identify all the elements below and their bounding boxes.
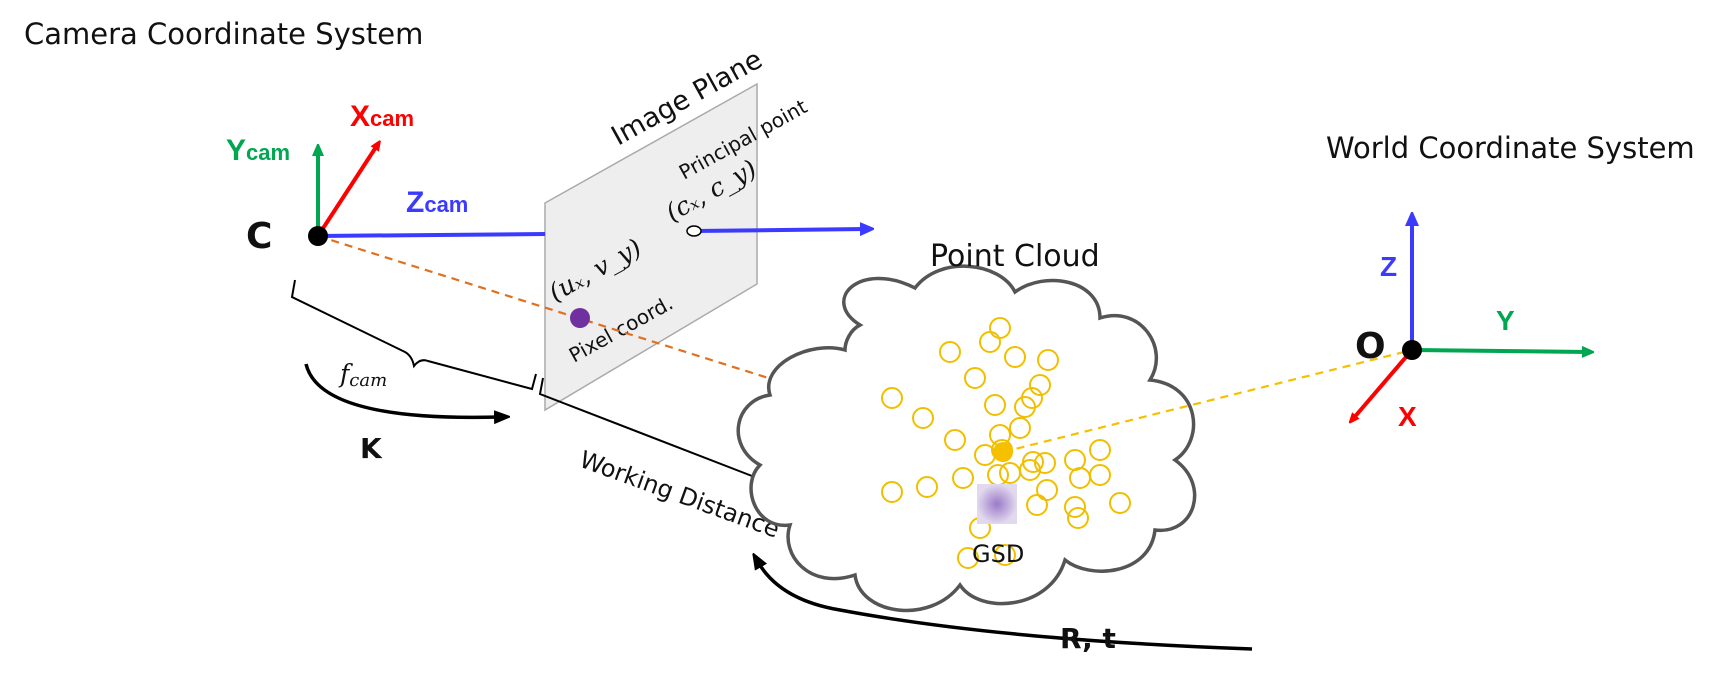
cloud-point	[1019, 459, 1041, 481]
principal-point-marker	[686, 225, 702, 237]
optical-axis-arrow	[693, 229, 866, 231]
cloud-point	[1014, 396, 1036, 418]
gsd-label: GSD	[972, 540, 1024, 568]
focal-length-brace	[290, 279, 537, 391]
cloud-point	[1034, 452, 1056, 474]
focal-length-label: fcam	[338, 359, 387, 391]
cloud-point	[1009, 417, 1031, 439]
projection-ray	[317, 234, 1004, 454]
camera-y-label: Ycam	[226, 134, 290, 167]
cloud-point	[912, 407, 934, 429]
world-y-label: Y	[1496, 305, 1515, 336]
cloud-point	[984, 394, 1006, 416]
scene-point	[993, 442, 1013, 462]
world-system-title: World Coordinate System	[1326, 131, 1695, 165]
cloud-point	[1036, 479, 1058, 501]
cloud-point	[916, 476, 938, 498]
extrinsics-label: R, t	[1060, 622, 1116, 655]
cloud-point	[1089, 439, 1111, 461]
point-cloud-points	[881, 317, 1131, 569]
pixel-point	[570, 308, 590, 328]
extrinsics-arrow	[758, 562, 1253, 651]
world-y-axis	[1411, 350, 1588, 352]
cloud-point	[1029, 374, 1051, 396]
cloud-point	[881, 387, 903, 409]
world-z-label: Z	[1380, 251, 1397, 282]
intrinsics-arrow	[304, 363, 500, 417]
cloud-point	[1004, 346, 1026, 368]
cloud-point	[964, 367, 986, 389]
cloud-point	[994, 544, 1016, 566]
cloud-point	[939, 341, 961, 363]
camera-z-label: Zcam	[406, 186, 468, 219]
camera-x-label: Xcam	[350, 100, 414, 133]
world-origin	[1402, 340, 1422, 360]
camera-x-axis	[316, 144, 378, 238]
cloud-point	[944, 429, 966, 451]
cloud-point	[979, 331, 1001, 353]
world-origin-label: O	[1355, 326, 1386, 367]
camera-system-title: Camera Coordinate System	[24, 17, 423, 51]
camera-z-axis	[317, 232, 546, 238]
cloud-point	[1109, 492, 1131, 514]
cloud-point	[881, 481, 903, 503]
world-x-axis	[1352, 348, 1414, 420]
point-cloud-outline	[736, 264, 1197, 613]
image-plane	[544, 82, 758, 412]
point-cloud-title: Point Cloud	[930, 239, 1100, 274]
cloud-point	[952, 467, 974, 489]
cloud-point	[1026, 494, 1048, 516]
cloud-point	[1037, 349, 1059, 371]
cloud-point	[1067, 507, 1089, 529]
cloud-point	[1089, 464, 1111, 486]
camera-origin-label: C	[246, 216, 272, 257]
world-x-label: X	[1398, 401, 1417, 432]
camera-center	[308, 226, 328, 246]
cloud-point	[957, 547, 979, 569]
intrinsics-label: K	[360, 432, 383, 465]
cloud-point	[1064, 496, 1086, 518]
gsd-patch	[977, 484, 1017, 524]
world-ray	[1002, 348, 1413, 454]
